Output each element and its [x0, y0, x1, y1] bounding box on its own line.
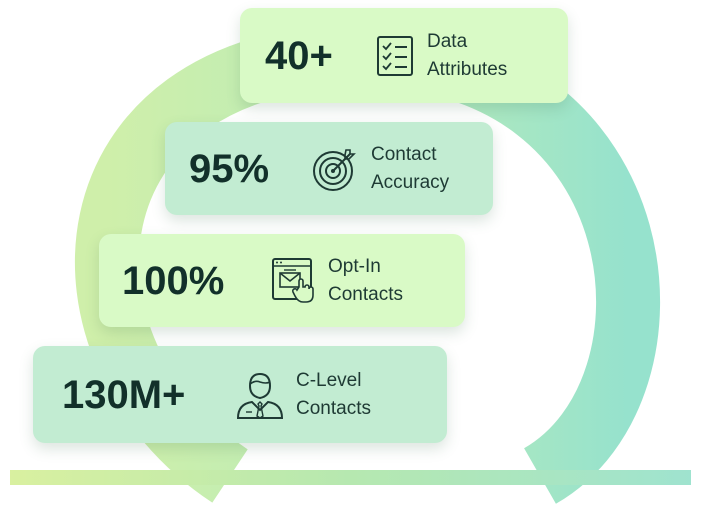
email-click-icon: [270, 257, 318, 305]
stat-card-data-attributes: 40+ Data Attributes: [240, 8, 568, 103]
stat-value: 40+: [265, 33, 333, 78]
stat-label: Data Attributes: [427, 28, 507, 84]
baseline-bar: [10, 470, 691, 485]
target-icon: [311, 146, 359, 192]
stat-card-opt-in-contacts: 100% Opt-In Contacts: [99, 234, 465, 327]
stat-label-line1: Contact: [371, 143, 437, 165]
stat-value: 100%: [122, 258, 225, 303]
stat-label: Opt-In Contacts: [328, 253, 403, 309]
stat-label-line2: Attributes: [427, 58, 508, 80]
stat-value: 130M+: [62, 372, 186, 417]
stat-label: Contact Accuracy: [371, 141, 449, 197]
checklist-icon: [375, 35, 415, 77]
stat-value: 95%: [189, 146, 270, 191]
stat-card-contact-accuracy: 95% Contact Accuracy: [165, 122, 493, 215]
stat-label-line2: Contacts: [328, 283, 403, 305]
stat-label-line2: Accuracy: [371, 171, 450, 193]
stat-label-line1: Opt-In: [328, 255, 381, 277]
stat-label-line1: Data: [427, 30, 468, 52]
stat-label: C-Level Contacts: [296, 367, 371, 423]
stat-label-line2: Contacts: [296, 397, 371, 419]
executive-icon: [234, 370, 286, 420]
stat-card-c-level-contacts: 130M+ C-Level Contacts: [33, 346, 447, 443]
stat-label-line1: C-Level: [296, 369, 362, 391]
